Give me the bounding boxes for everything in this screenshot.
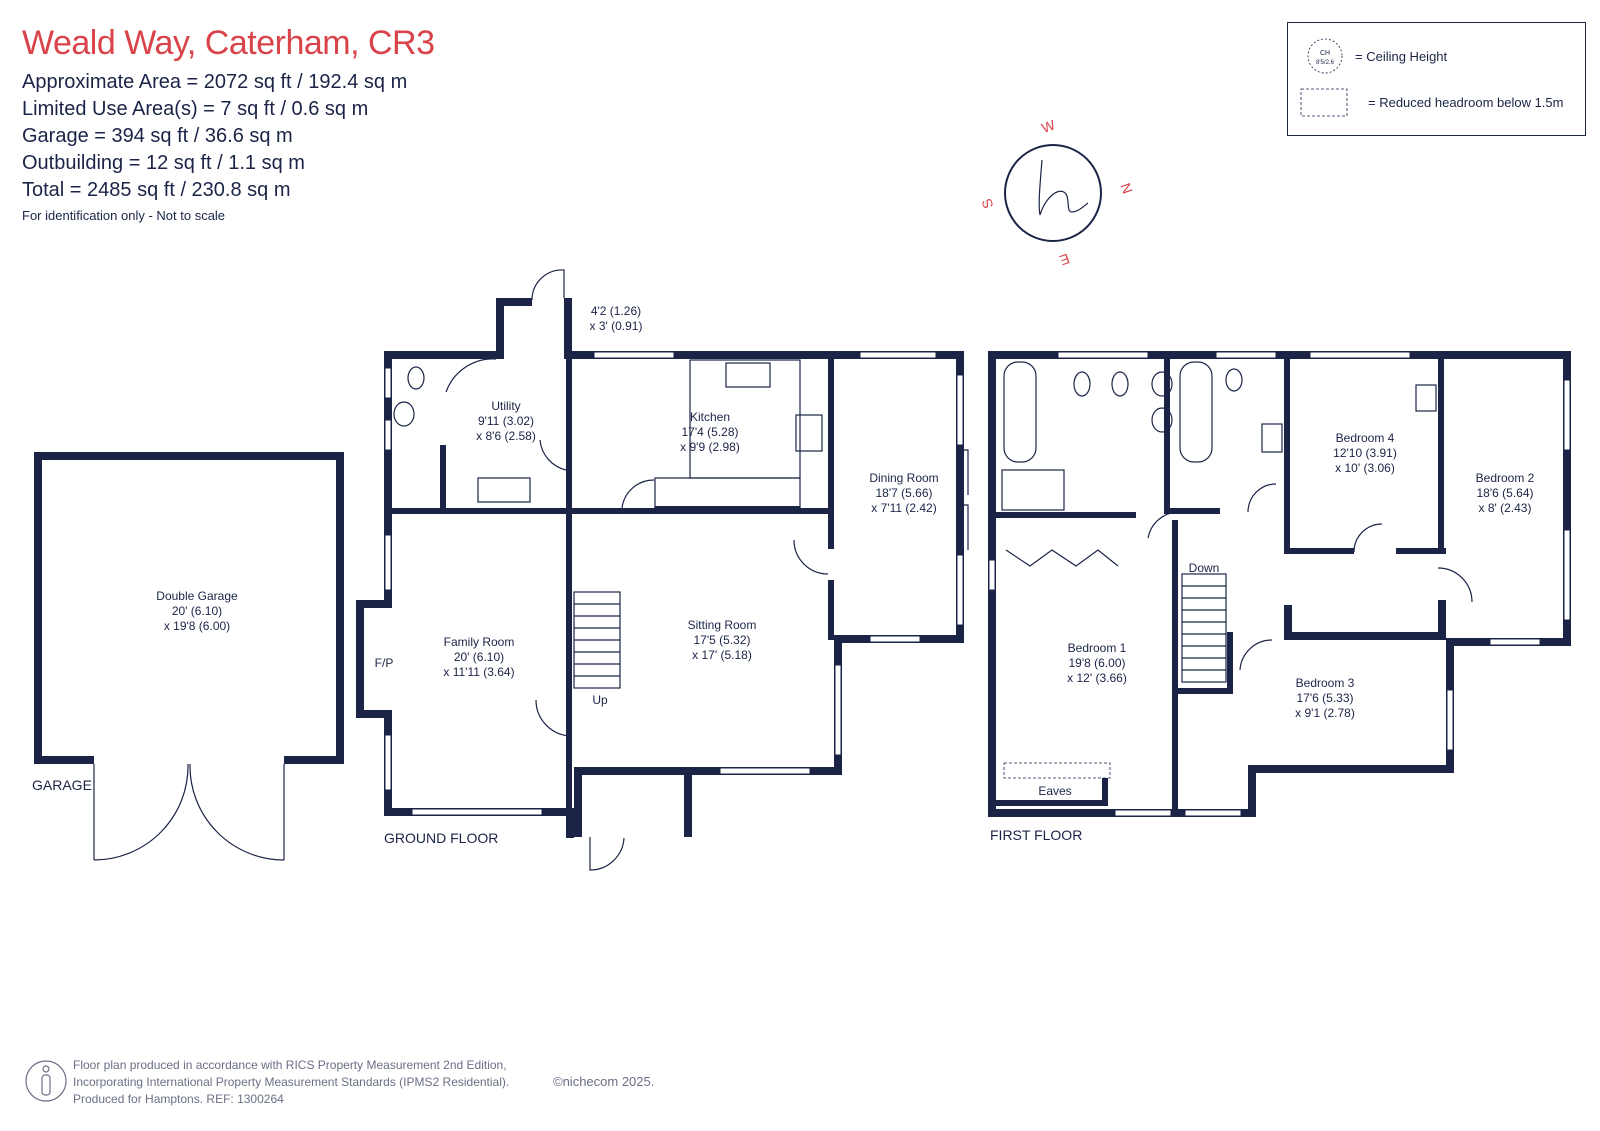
first-floor-label: FIRST FLOOR — [990, 827, 1082, 843]
stairs-first-icon — [1181, 573, 1227, 683]
shower-icon — [1001, 469, 1065, 511]
bed4-dim-2: x 10' (3.06) — [1335, 461, 1395, 475]
hob-icon — [795, 414, 823, 452]
copyright: ©nichecom 2025. — [553, 1074, 655, 1089]
bath-2-icon — [1179, 361, 1213, 463]
sitting-dim-2: x 17' (5.18) — [692, 648, 752, 662]
bath-icon — [1003, 361, 1037, 463]
bed1-dim-2: x 12' (3.66) — [1067, 671, 1127, 685]
bed3-dim-2: x 9'1 (2.78) — [1295, 706, 1355, 720]
bed3-name: Bedroom 3 — [1296, 676, 1355, 690]
wc-first-icon — [1073, 371, 1091, 397]
legend-ceiling-label: = Ceiling Height — [1355, 49, 1448, 64]
reduced-headroom-area — [1003, 762, 1111, 779]
total-area: Total = 2485 sq ft / 230.8 sq m — [22, 179, 291, 201]
kitchen-sink-icon — [725, 362, 771, 388]
page-title: Weald Way, Caterham, CR3 — [22, 24, 435, 62]
bed4-dim-1: 12'10 (3.91) — [1333, 446, 1397, 460]
basin-icon — [393, 401, 415, 427]
garage-floor-label: GARAGE — [32, 777, 92, 793]
kitchen-name: Kitchen — [690, 410, 730, 424]
kitchen-dim-1: 17'4 (5.28) — [682, 425, 739, 439]
bed2-basin-icon — [1415, 384, 1437, 412]
garage-dim-2: x 19'8 (6.00) — [164, 619, 230, 633]
legend: CH 8'5/2.6 = Ceiling Height = Reduced he… — [1287, 22, 1586, 136]
header: Weald Way, Caterham, CR3 Approximate Are… — [22, 24, 435, 223]
garage-plan — [34, 452, 344, 861]
family-dim-2: x 11'11 (3.64) — [443, 665, 514, 679]
sitting-dim-1: 17'5 (5.32) — [694, 633, 751, 647]
garage-dim-1: 20' (6.10) — [172, 604, 222, 618]
outbuilding-area: Outbuilding = 12 sq ft / 1.1 sq m — [22, 152, 305, 174]
bed1-dim-1: 19'8 (6.00) — [1069, 656, 1126, 670]
first-floor-plan — [988, 351, 1571, 817]
store-dim-1: 4'2 (1.26) — [591, 304, 641, 318]
stairs-up-label: Up — [592, 693, 608, 707]
bed2-dim-2: x 8' (2.43) — [1479, 501, 1532, 515]
utility-sink-icon — [477, 477, 531, 503]
dining-dim-2: x 7'11 (2.42) — [871, 501, 936, 515]
logo-h-icon — [1038, 159, 1089, 216]
approximate-area: Approximate Area = 2072 sq ft / 192.4 sq… — [22, 71, 408, 93]
legend-symbols: CH 8'5/2.6 — [1300, 38, 1348, 117]
disclaimer-note: For identification only - Not to scale — [22, 208, 226, 223]
utility-dim-2: x 8'6 (2.58) — [476, 429, 536, 443]
compass-w: W — [1039, 116, 1058, 136]
compass-ring-icon — [1004, 144, 1102, 242]
room-labels: Double Garage 20' (6.10) x 19'8 (6.00) 4… — [32, 304, 1535, 846]
bed1-name: Bedroom 1 — [1068, 641, 1127, 655]
stairs-down-label: Down — [1189, 561, 1220, 575]
footer-line-3: Produced for Hamptons. REF: 1300264 — [73, 1092, 284, 1106]
wc-ensuite-icon — [1225, 368, 1243, 392]
legend-reduced-label: = Reduced headroom below 1.5m — [1368, 95, 1564, 110]
bed3-dim-1: 17'6 (5.33) — [1297, 691, 1354, 705]
fireplace-label: F/P — [375, 656, 394, 670]
footer-text: Floor plan produced in accordance with R… — [73, 1057, 509, 1108]
garage-area: Garage = 394 sq ft / 36.6 sq m — [22, 125, 293, 147]
compass-s: S — [978, 197, 996, 211]
ground-floor-label: GROUND FLOOR — [384, 830, 498, 846]
ground-floor-plan — [356, 269, 969, 871]
eaves-label: Eaves — [1038, 784, 1071, 798]
footer-line-1: Floor plan produced in accordance with R… — [73, 1058, 507, 1072]
sitting-name: Sitting Room — [688, 618, 757, 632]
reduced-headroom-icon — [1300, 88, 1348, 117]
garage-name: Double Garage — [156, 589, 238, 603]
bed4-name: Bedroom 4 — [1336, 431, 1395, 445]
bidet-icon — [1111, 371, 1129, 397]
kitchen-dim-2: x 9'9 (2.98) — [680, 440, 740, 454]
footer-line-2: Incorporating International Property Mea… — [73, 1075, 510, 1089]
compass-e: E — [1058, 251, 1072, 269]
bed2-name: Bedroom 2 — [1476, 471, 1535, 485]
limited-use-area: Limited Use Area(s) = 7 sq ft / 0.6 sq m — [22, 98, 369, 120]
family-name: Family Room — [444, 635, 515, 649]
compass: W N E S — [978, 116, 1136, 269]
dining-name: Dining Room — [869, 471, 938, 485]
ceiling-symbol-value: 8'5/2.6 — [1316, 60, 1334, 66]
ceiling-symbol-ch: CH — [1320, 50, 1330, 57]
ceiling-height-icon — [1307, 38, 1343, 74]
bed2-dim-1: 18'6 (5.64) — [1477, 486, 1534, 500]
stairs-icon — [573, 591, 621, 689]
basin-first-2-icon — [1151, 407, 1173, 433]
family-dim-1: 20' (6.10) — [454, 650, 504, 664]
basin-first-icon — [1151, 371, 1173, 397]
ensuite-basin-icon — [1261, 423, 1283, 453]
accessibility-icon — [25, 1060, 67, 1102]
utility-dim-1: 9'11 (3.02) — [478, 414, 534, 428]
compass-n: N — [1117, 181, 1135, 196]
dining-dim-1: 18'7 (5.66) — [876, 486, 933, 500]
store-dim-2: x 3' (0.91) — [590, 319, 643, 333]
wc-icon — [407, 366, 425, 390]
utility-name: Utility — [491, 399, 520, 413]
